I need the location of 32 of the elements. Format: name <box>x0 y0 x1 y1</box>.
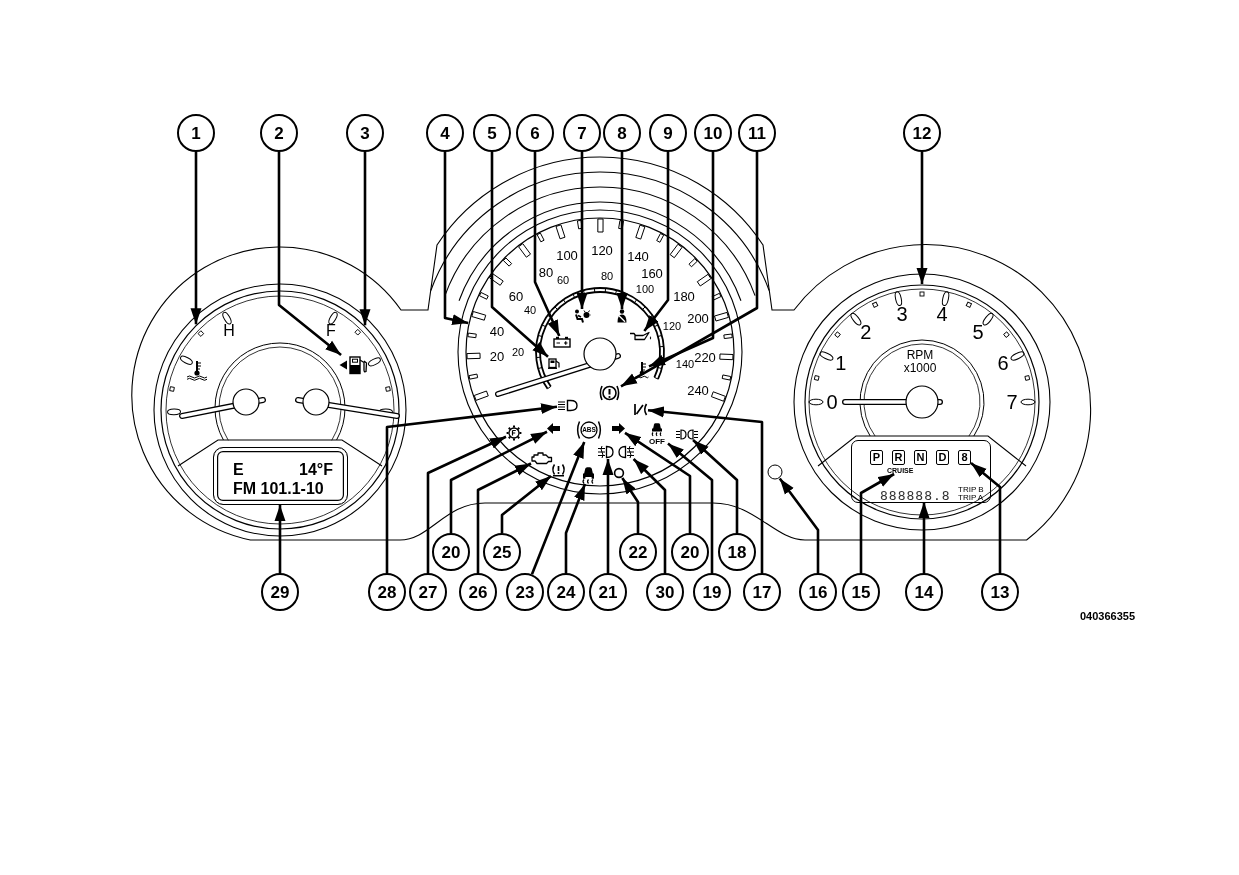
callout-number: 15 <box>842 573 880 611</box>
callout-number: 30 <box>646 573 684 611</box>
callout-number: 27 <box>409 573 447 611</box>
callout-number: 21 <box>589 573 627 611</box>
callout-number: 26 <box>459 573 497 611</box>
callout-number: 18 <box>718 533 756 571</box>
callout-number: 13 <box>981 573 1019 611</box>
callout-number: 5 <box>473 114 511 152</box>
callout-number: 7 <box>563 114 601 152</box>
callout-number: 3 <box>346 114 384 152</box>
callout-number: 24 <box>547 573 585 611</box>
callout-number: 17 <box>743 573 781 611</box>
callout-number: 4 <box>426 114 464 152</box>
callout-number: 10 <box>694 114 732 152</box>
callout-number: 23 <box>506 573 544 611</box>
callout-number: 1 <box>177 114 215 152</box>
callout-number: 9 <box>649 114 687 152</box>
callout-number: 20 <box>432 533 470 571</box>
callout-number: 6 <box>516 114 554 152</box>
callout-number: 28 <box>368 573 406 611</box>
callout-number: 25 <box>483 533 521 571</box>
callout-number: 19 <box>693 573 731 611</box>
callout-number: 22 <box>619 533 657 571</box>
callout-number: 14 <box>905 573 943 611</box>
callout-number: 29 <box>261 573 299 611</box>
callout-number: 2 <box>260 114 298 152</box>
callout-number: 12 <box>903 114 941 152</box>
callout-number: 20 <box>671 533 709 571</box>
callout-number: 11 <box>738 114 776 152</box>
callout-number: 16 <box>799 573 837 611</box>
callout-number: 8 <box>603 114 641 152</box>
figure-number: 040366355 <box>1079 611 1135 622</box>
